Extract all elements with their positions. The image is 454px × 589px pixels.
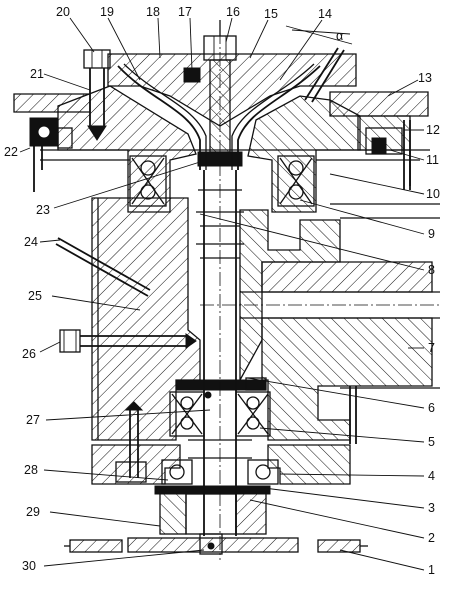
callout-8: 8: [428, 263, 435, 277]
callout-28: 28: [24, 463, 38, 477]
callout-22: 22: [4, 145, 18, 159]
side-bolt: [59, 329, 197, 353]
callout-9: 9: [428, 227, 435, 241]
callout-3: 3: [428, 501, 435, 515]
callout-17: 17: [178, 5, 192, 19]
top-left-bolt: [83, 49, 111, 141]
callout-13: 13: [418, 71, 432, 85]
callout-15: 15: [264, 7, 278, 21]
callout-1: 1: [428, 563, 435, 577]
main-shaft: [188, 30, 252, 560]
alpha-symbol: α: [336, 29, 343, 43]
callout-16: 16: [226, 5, 240, 19]
callout-25: 25: [28, 289, 42, 303]
callout-29: 29: [26, 505, 40, 519]
callout-19: 19: [100, 5, 114, 19]
right-flange-parts: [365, 120, 411, 190]
top-cover: [107, 20, 357, 153]
centre-keyway: [204, 377, 267, 399]
callout-21: 21: [30, 67, 44, 81]
callout-10: 10: [426, 187, 440, 201]
callout-2: 2: [428, 531, 435, 545]
callout-20: 20: [56, 5, 70, 19]
leader-lines: [19, 17, 425, 571]
callout-27: 27: [26, 413, 40, 427]
callout-11: 11: [426, 153, 439, 167]
main-housing: [91, 197, 440, 444]
callout-7: 7: [428, 341, 435, 355]
callout-4: 4: [428, 469, 435, 483]
callout-labels: 20 19 18 17 16 15 14 13 21 22 12 11 10 2…: [4, 5, 440, 577]
callout-24: 24: [24, 235, 38, 249]
upper-housing: [13, 85, 440, 213]
callout-18: 18: [146, 5, 160, 19]
angle-indicator: α: [285, 25, 353, 103]
callout-12: 12: [426, 123, 440, 137]
callout-5: 5: [428, 435, 435, 449]
callout-23: 23: [36, 203, 50, 217]
callout-30: 30: [22, 559, 36, 573]
callout-14: 14: [318, 7, 332, 21]
base-plate: [64, 537, 368, 553]
wire-rod: [55, 237, 151, 297]
left-flange-parts: [29, 117, 73, 192]
callout-6: 6: [428, 401, 435, 415]
callout-26: 26: [22, 347, 36, 361]
